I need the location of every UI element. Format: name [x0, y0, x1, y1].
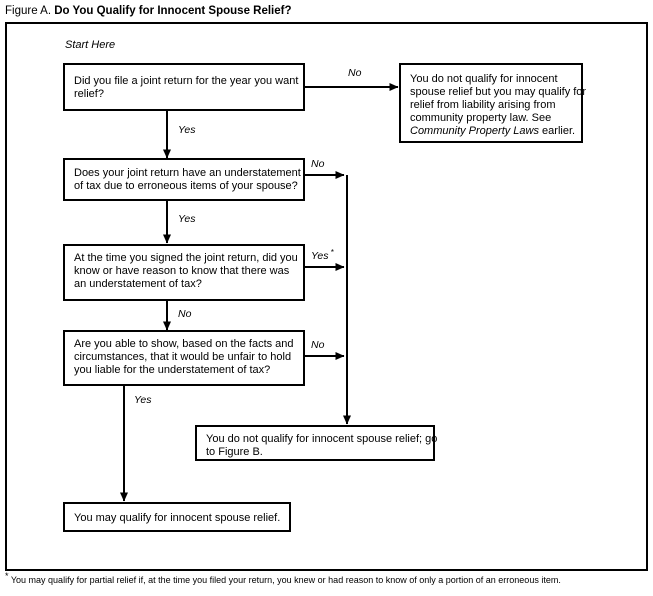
edge-label-q2-no: No — [311, 158, 325, 170]
node-outcome-community-line-4: Community Property Laws earlier. — [410, 125, 575, 137]
node-q3[interactable]: At the time you signed the joint return,… — [63, 244, 305, 301]
figure-title: Figure A. Do You Qualify for Innocent Sp… — [5, 1, 650, 21]
node-q2-line-0: Does your joint return have an understat… — [74, 167, 301, 179]
community-property-laws-italic: Community Property Laws — [410, 125, 539, 137]
node-outcome-qualify[interactable]: You may qualify for innocent spouse reli… — [63, 502, 291, 532]
node-outcome-qualify-line-0: You may qualify for innocent spouse reli… — [74, 512, 280, 524]
node-outcome-community[interactable]: You do not qualify for innocent spouse r… — [399, 63, 586, 143]
edge-label-q3-yes: Yes* — [311, 248, 335, 262]
figure-title-text: Do You Qualify for Innocent Spouse Relie… — [54, 5, 292, 17]
node-outcome-figure-b-line-0: You do not qualify for innocent spouse r… — [206, 433, 437, 445]
edge-label-q1-yes: Yes — [178, 124, 196, 136]
node-q4-line-2: you liable for the understatement of tax… — [74, 364, 270, 376]
node-outcome-community-line-0: You do not qualify for innocent — [410, 73, 558, 85]
edge-label-q2-yes: Yes — [178, 213, 196, 225]
edge-label-q4-yes: Yes — [134, 394, 152, 406]
start-here-label: Start Here — [65, 39, 115, 51]
node-outcome-figure-b[interactable]: You do not qualify for innocent spouse r… — [195, 425, 437, 461]
node-q1[interactable]: Did you file a joint return for the year… — [63, 63, 305, 111]
edge-label-q3-yes-star: * — [331, 248, 335, 257]
node-q1-box[interactable] — [63, 63, 305, 111]
node-q1-line-0: Did you file a joint return for the year… — [74, 75, 298, 87]
edge-label-q3-yes-text: Yes — [311, 250, 329, 262]
community-property-laws-tail: earlier. — [539, 125, 575, 137]
node-outcome-community-line-3: community property law. See — [410, 112, 551, 124]
node-q4-box[interactable] — [63, 330, 305, 386]
node-q4-line-0: Are you able to show, based on the facts… — [74, 338, 294, 350]
node-outcome-community-line-1: spouse relief but you may qualify for — [410, 86, 586, 98]
node-outcome-figure-b-box[interactable] — [195, 425, 435, 461]
node-q3-line-2: an understatement of tax? — [74, 278, 202, 290]
node-outcome-community-box[interactable] — [399, 63, 583, 143]
node-outcome-qualify-box[interactable] — [63, 502, 291, 532]
node-q2[interactable]: Does your joint return have an understat… — [63, 158, 305, 201]
node-outcome-community-line-2: relief from liability arising from — [410, 99, 555, 111]
figure-label: Figure A. — [5, 5, 52, 17]
edge-label-q1-no: No — [348, 67, 362, 79]
node-q2-box[interactable] — [63, 158, 305, 201]
footnote-text: You may qualify for partial relief if, a… — [10, 575, 561, 585]
node-q3-line-0: At the time you signed the joint return,… — [74, 252, 298, 264]
node-outcome-figure-b-line-1: to Figure B. — [206, 446, 263, 458]
node-q3-box[interactable] — [63, 244, 305, 301]
figure-footnote: * You may qualify for partial relief if,… — [5, 571, 650, 586]
node-q3-line-1: know or have reason to know that there w… — [74, 265, 290, 277]
node-q4-line-1: circumstances, that it would be unfair t… — [74, 351, 291, 363]
edge-label-q3-no: No — [178, 308, 192, 320]
node-q2-line-1: of tax due to erroneous items of your sp… — [74, 180, 298, 192]
node-q4[interactable]: Are you able to show, based on the facts… — [63, 330, 305, 386]
footnote-marker: * — [5, 571, 9, 581]
edge-label-q4-no: No — [311, 339, 325, 351]
node-q1-line-1: relief? — [74, 88, 104, 100]
